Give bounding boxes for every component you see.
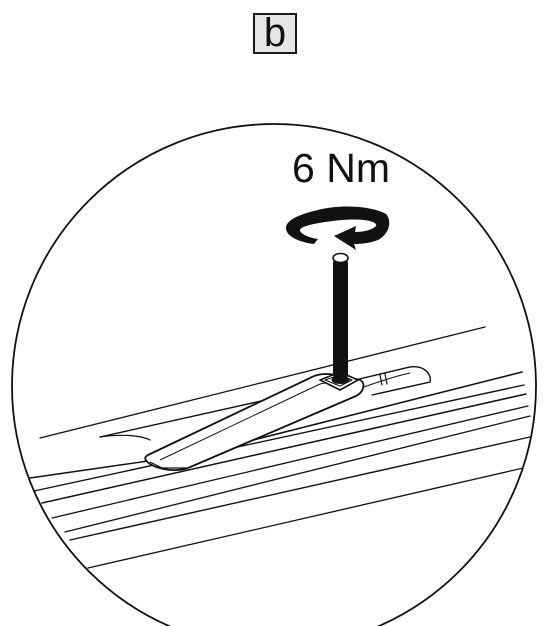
- detail-circle: [11, 123, 537, 626]
- torque-label: 6 Nm: [292, 145, 390, 191]
- clockwise-rotation-arrow-icon: [286, 206, 390, 250]
- step-badge: b: [253, 13, 297, 54]
- rail-profile: [29, 326, 533, 569]
- hex-key-icon: [331, 252, 350, 384]
